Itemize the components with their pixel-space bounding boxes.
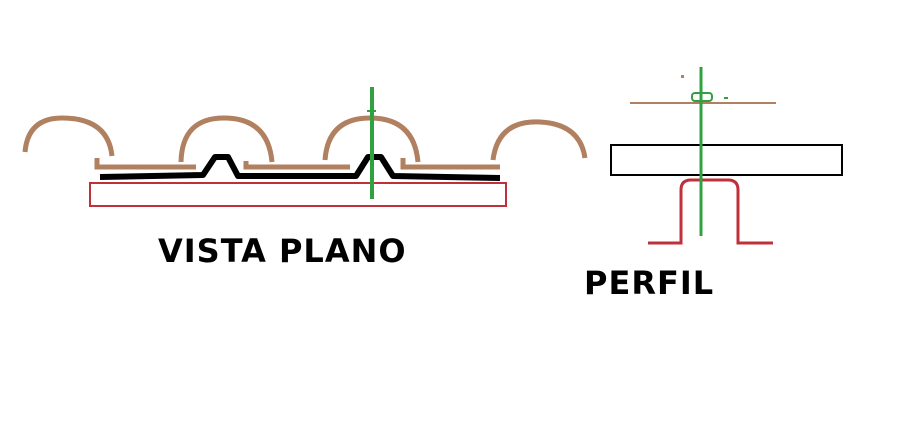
profile-view bbox=[610, 67, 843, 245]
plan-tile-arch-2 bbox=[178, 115, 275, 163]
profile-label: PERFIL bbox=[584, 264, 715, 302]
plan-view bbox=[22, 87, 588, 207]
plan-corrugated-sheet bbox=[99, 154, 501, 181]
plan-tile-lip-2 bbox=[243, 161, 350, 170]
plan-view-label: VISTA PLANO bbox=[158, 232, 407, 270]
profile-fastener-washer bbox=[691, 92, 713, 102]
plan-base-plate bbox=[89, 182, 507, 207]
plan-tile-arch-1 bbox=[22, 115, 115, 157]
profile-omega bbox=[648, 178, 773, 245]
plan-tile-lip-1 bbox=[94, 158, 196, 170]
profile-sheet-section bbox=[610, 144, 843, 176]
plan-tile-lip-3 bbox=[400, 158, 500, 170]
plan-tile-arch-4 bbox=[490, 119, 588, 161]
profile-tile-mark bbox=[681, 75, 684, 78]
profile-fastener-mark bbox=[724, 97, 728, 99]
